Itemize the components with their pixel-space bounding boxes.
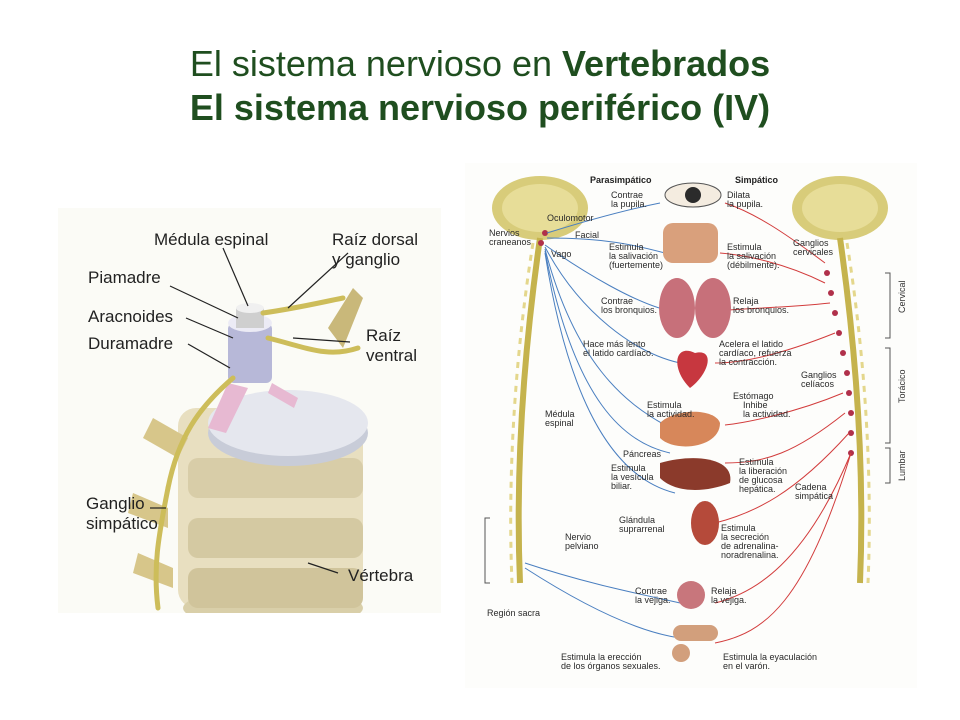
- header-simpatico: Simpático: [735, 175, 779, 185]
- label-medula-espinal: Médula espinal: [154, 230, 269, 249]
- para-salivacion: Estimula la salivación (fuertemente): [609, 242, 664, 270]
- sympathetic-nerves: [714, 202, 852, 644]
- slide-title-line1: El sistema nervioso en Vertebrados: [0, 42, 960, 86]
- sym-bronquios: Relaja los bronquios.: [733, 296, 790, 315]
- nerve-pelviano: Nervio pelviano: [565, 532, 599, 551]
- para-vejiga: Contrae la vejiga.: [635, 586, 671, 605]
- nerve-oculomotor: Oculomotor: [547, 213, 594, 223]
- organ-genitals: [672, 625, 718, 662]
- header-parasimpatico: Parasimpático: [590, 175, 652, 185]
- organ-liver: [660, 458, 731, 490]
- autonomic-illustration: [484, 176, 891, 662]
- region-lumbar: Lumbar: [897, 450, 907, 481]
- nerve-craneanos: Nervios craneanos: [489, 228, 532, 247]
- para-pupila: Contrae la pupila.: [611, 190, 648, 209]
- region-cervical: Cervical: [897, 280, 907, 313]
- nerve-ganglios-cervicales: Ganglios cervicales: [793, 238, 834, 257]
- nerve-medula: Médula espinal: [545, 409, 575, 428]
- nerve-ganglios-celiacos: Ganglios celíacos: [801, 370, 837, 389]
- brain-right: [792, 176, 888, 240]
- nerve-facial: Facial: [575, 230, 600, 240]
- label-ganglio-simpatico: Ganglio simpático: [86, 494, 158, 533]
- spine-illustration: [128, 247, 368, 613]
- vertebral-column: [128, 288, 368, 613]
- autonomic-system-figure: Parasimpático Simpático Contrae la pupil…: [465, 163, 917, 688]
- label-raiz-ventral: Raíz ventral: [366, 326, 418, 365]
- sym-eyaculacion: Estimula la eyaculación en el varón.: [723, 652, 818, 671]
- para-pancreas: Páncreas: [623, 449, 662, 459]
- label-duramadre: Duramadre: [88, 334, 174, 353]
- sym-vejiga: Relaja la vejiga.: [711, 586, 747, 605]
- organ-kidney: [691, 501, 719, 545]
- label-raiz-dorsal: Raíz dorsal y ganglio: [332, 230, 418, 269]
- slide-title-line2: El sistema nervioso periférico (IV): [189, 87, 771, 128]
- sym-salivacion: Estimula la salivación (débilmente).: [727, 242, 780, 270]
- sym-glucosa: Estimula la liberación de glucosa hepáti…: [739, 457, 788, 494]
- brain-left: [492, 176, 588, 240]
- spine-columns: [515, 237, 865, 584]
- region-toracico: Torácico: [897, 369, 907, 403]
- nerve-region-sacra: Región sacra: [487, 608, 541, 618]
- spinal-cord: [208, 303, 298, 433]
- nerve-cadena: Cadena simpática: [795, 482, 834, 501]
- sym-latido: Acelera el latido cardíaco, refuerza la …: [719, 339, 792, 367]
- label-aracnoides: Aracnoides: [88, 307, 174, 326]
- sym-estomago: Estómago: [733, 391, 774, 401]
- para-actividad: Estimula la actividad.: [647, 400, 695, 419]
- region-brackets: [484, 272, 891, 584]
- para-vesicula: Estimula la vesícula biliar.: [611, 463, 654, 491]
- label-leaders: [150, 247, 351, 574]
- para-ereccion: Estimula la erección de los órganos sexu…: [561, 652, 661, 671]
- para-bronquios: Contrae los bronquios.: [601, 296, 658, 315]
- label-piamadre: Piamadre: [88, 268, 161, 287]
- organ-eye: [664, 182, 722, 208]
- spinal-cord-figure: Médula espinal Raíz dorsal y ganglio Pia…: [58, 208, 441, 613]
- spinal-nerves: [153, 295, 361, 611]
- nerve-vago: Vago: [551, 249, 572, 259]
- organ-bladder: [677, 581, 705, 609]
- parasympathetic-nerves: [524, 202, 681, 639]
- sym-inhibe: Inhibe la actividad.: [743, 400, 791, 419]
- label-vertebra: Vértebra: [348, 566, 414, 585]
- title-bold: Vertebrados: [562, 43, 771, 84]
- organ-heart: [677, 350, 708, 388]
- para-glandula: Glándula suprarrenal: [619, 515, 665, 534]
- title-prefix: El sistema nervioso en: [189, 43, 563, 84]
- para-latido: Hace más lento el latido cardíaco.: [583, 339, 654, 358]
- organ-salivary: [663, 223, 718, 263]
- sym-pupila: Dilata la pupila.: [727, 190, 764, 209]
- organ-stomach: [660, 411, 720, 447]
- sym-adrenalina: Estimula la secreción de adrenalina- nor…: [721, 523, 779, 560]
- organ-lungs: [659, 278, 731, 338]
